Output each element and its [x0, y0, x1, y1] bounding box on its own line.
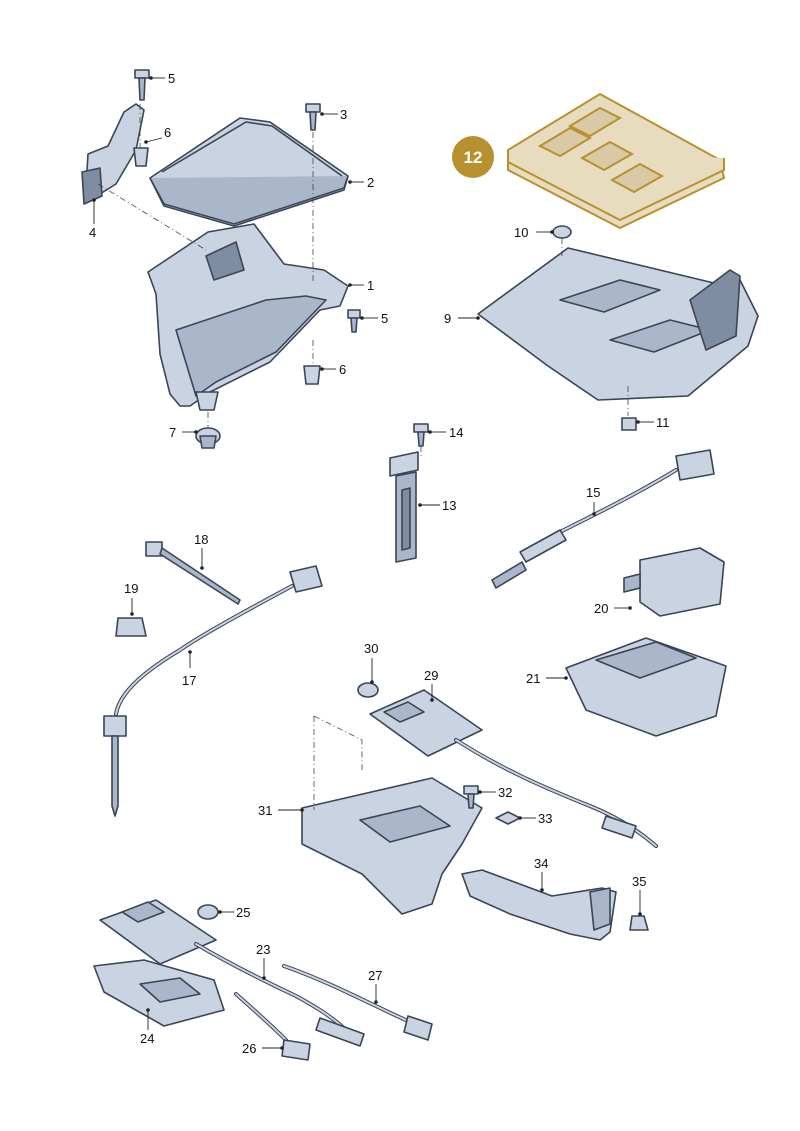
- label-31: 31: [258, 803, 272, 818]
- part-17-temp-sender[interactable]: [103, 565, 323, 817]
- part-33-nut[interactable]: [495, 811, 521, 825]
- label-29: 29: [424, 668, 438, 683]
- assembly-lines: [97, 104, 629, 810]
- part-29-nox-sensor[interactable]: [369, 689, 658, 848]
- part-7-grommet[interactable]: [195, 427, 221, 449]
- part-14-screw[interactable]: [413, 423, 429, 447]
- svg-text:12: 12: [464, 148, 483, 167]
- part-10-nut[interactable]: [552, 225, 572, 239]
- part-24-bracket[interactable]: [93, 959, 225, 1027]
- label-5-top: 5: [168, 71, 175, 86]
- part-19-clip[interactable]: [115, 617, 147, 637]
- label-13: 13: [442, 498, 456, 513]
- label-23: 23: [256, 942, 270, 957]
- part-13-sensor[interactable]: [389, 451, 419, 563]
- label-17: 17: [182, 673, 196, 688]
- label-3: 3: [340, 107, 347, 122]
- label-27: 27: [368, 968, 382, 983]
- label-11: 11: [656, 415, 670, 430]
- part-1-housing[interactable]: [147, 223, 349, 411]
- label-4: 4: [89, 225, 96, 240]
- part-6-clip-bottom[interactable]: [303, 365, 321, 385]
- label-14: 14: [449, 425, 463, 440]
- part-32-screw[interactable]: [463, 785, 479, 809]
- label-19: 19: [124, 581, 138, 596]
- part-5-screw-top[interactable]: [134, 69, 150, 101]
- part-31-bracket[interactable]: [301, 777, 483, 915]
- label-2: 2: [367, 175, 374, 190]
- part-12-badge: 12: [452, 136, 494, 178]
- label-6-bottom: 6: [339, 362, 346, 377]
- label-34: 34: [534, 856, 548, 871]
- callouts: 5 6 3 2 4 1 5 6 7 10 9 11 14: [89, 71, 670, 1056]
- part-nox-sensor-lower[interactable]: [99, 899, 365, 1047]
- label-21: 21: [526, 671, 540, 686]
- part-34-bracket[interactable]: [461, 869, 617, 941]
- label-30: 30: [364, 641, 378, 656]
- label-10: 10: [514, 225, 528, 240]
- label-6-top: 6: [164, 125, 171, 140]
- label-24: 24: [140, 1031, 154, 1046]
- label-5-right: 5: [381, 311, 388, 326]
- part-30-nut[interactable]: [357, 682, 379, 698]
- label-18: 18: [194, 532, 208, 547]
- label-26: 26: [242, 1041, 256, 1056]
- label-7: 7: [169, 425, 176, 440]
- part-6-clip-top[interactable]: [133, 147, 149, 167]
- label-25: 25: [236, 905, 250, 920]
- part-5-screw-right[interactable]: [347, 309, 361, 333]
- part-25-nut[interactable]: [197, 904, 219, 920]
- part-11-nut[interactable]: [621, 417, 637, 431]
- label-20: 20: [594, 601, 608, 616]
- label-9: 9: [444, 311, 451, 326]
- part-20-sensor[interactable]: [623, 547, 725, 617]
- label-32: 32: [498, 785, 512, 800]
- part-27-sensor[interactable]: [282, 964, 433, 1041]
- part-21-bracket[interactable]: [565, 637, 727, 737]
- part-12-control-unit[interactable]: [507, 92, 726, 230]
- part-3-screw[interactable]: [305, 103, 321, 131]
- label-1: 1: [367, 278, 374, 293]
- part-2-lid[interactable]: [149, 117, 349, 227]
- part-15-sensor[interactable]: [491, 449, 715, 589]
- part-9-bracket[interactable]: [477, 247, 759, 401]
- part-18-cable-tie[interactable]: [145, 541, 241, 605]
- part-26-sensor[interactable]: [234, 992, 311, 1061]
- label-15: 15: [586, 485, 600, 500]
- label-33: 33: [538, 811, 552, 826]
- part-35-clip[interactable]: [629, 915, 649, 931]
- label-35: 35: [632, 874, 646, 889]
